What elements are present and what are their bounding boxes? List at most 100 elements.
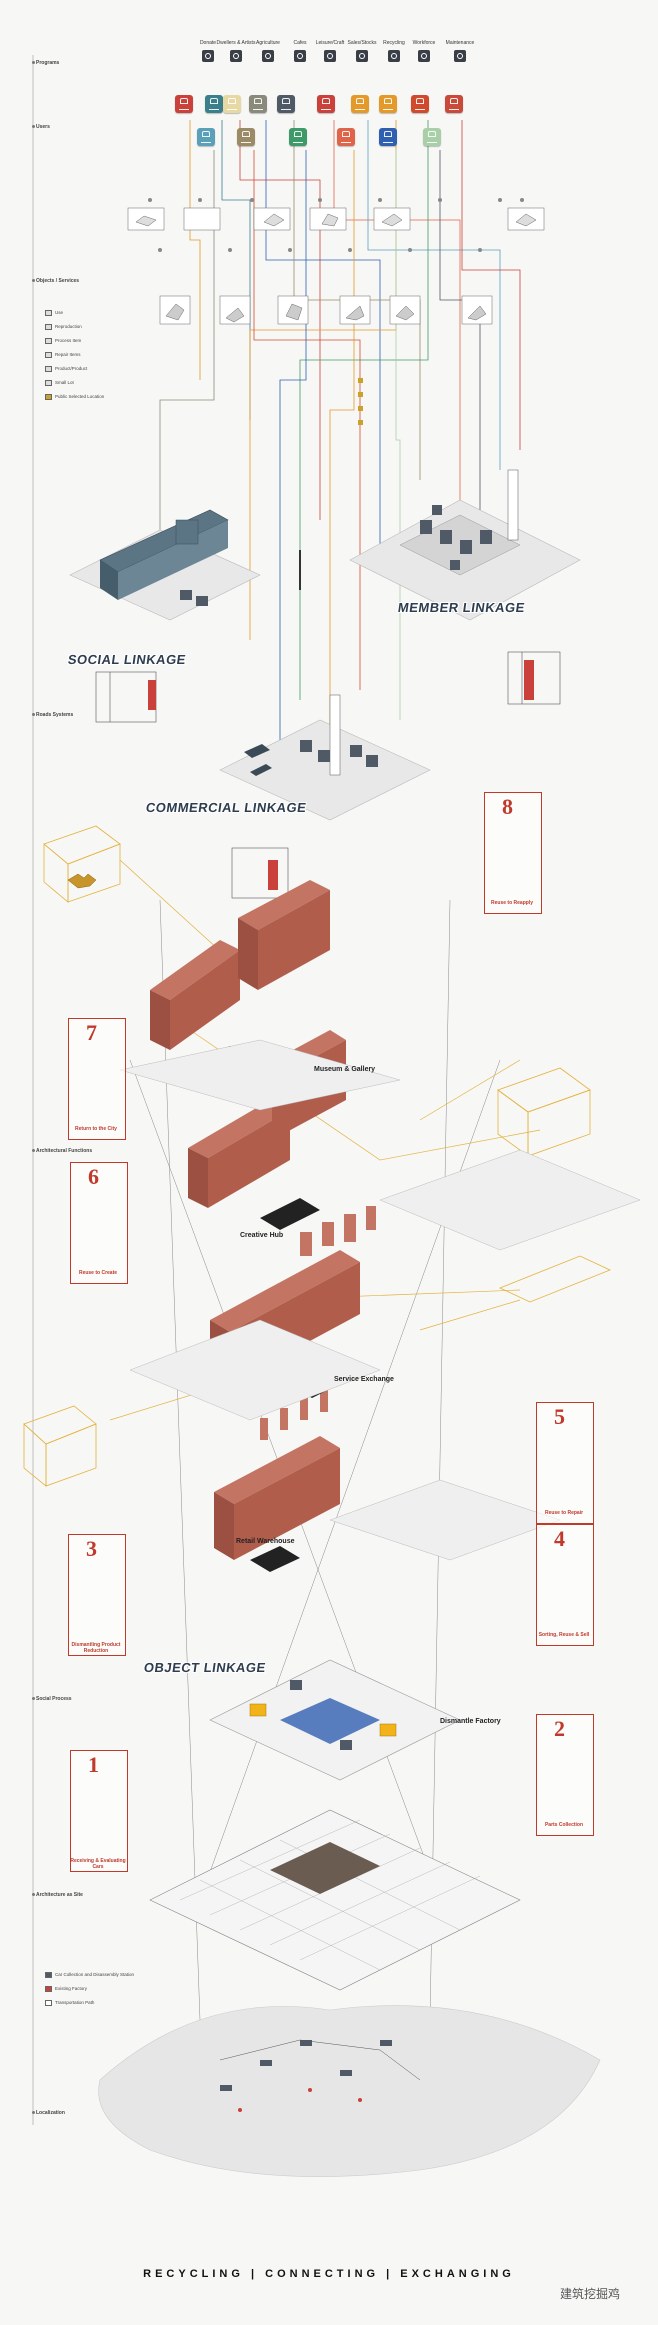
process-step-box xyxy=(536,1524,594,1646)
commercial-linkage-platform xyxy=(219,694,431,821)
user-icon xyxy=(337,128,355,146)
process-step-box xyxy=(536,1714,594,1836)
process-step-caption: Parts Collection xyxy=(544,1822,584,1828)
process-step-box xyxy=(68,1534,126,1656)
process-step-number: 3 xyxy=(86,1536,97,1561)
social-linkage-platform xyxy=(69,509,301,621)
object-legend-row: Small Lot xyxy=(45,380,74,386)
user-icon xyxy=(175,95,193,113)
program-label: Dwellers & Artists xyxy=(216,40,256,46)
process-step-caption: Sorting, Reuse & Sell xyxy=(538,1632,590,1638)
rail-label: Roads Systems xyxy=(36,712,74,718)
legend-swatch xyxy=(45,352,52,358)
user-icon xyxy=(351,95,369,113)
program-icon xyxy=(262,50,274,62)
space-title: Retail Warehouse xyxy=(236,1538,295,1545)
process-step-box xyxy=(536,1402,594,1524)
legend-swatch xyxy=(45,1986,52,1992)
program-label: Recycling xyxy=(383,40,405,46)
rail-label: Users xyxy=(36,124,50,130)
space-title: Museum & Gallery xyxy=(314,1066,376,1073)
program-icon xyxy=(230,50,242,62)
process-step-number: 8 xyxy=(502,794,513,819)
bottom-legend-row: Car Collection and Disassembly Station xyxy=(45,1972,134,1978)
legend-swatch xyxy=(45,338,52,344)
space-title: Service Exchange xyxy=(334,1376,394,1383)
legend-label: Use xyxy=(55,310,64,316)
process-step-number: 6 xyxy=(88,1164,99,1189)
object-legend-row: Product/Product xyxy=(45,366,87,372)
process-step-number: 1 xyxy=(88,1752,99,1777)
program-label: Leisure/Craft xyxy=(315,40,345,46)
legend-swatch xyxy=(45,310,52,316)
process-step-box xyxy=(70,1750,128,1872)
process-step-caption: Dismantling Product Reduction xyxy=(71,1642,121,1654)
footer-title: RECYCLING | CONNECTING | EXCHANGING xyxy=(143,2268,515,2280)
watermark: 建筑挖掘鸡 xyxy=(559,2287,620,2301)
user-icon xyxy=(411,95,429,113)
legend-label: Existing Factory xyxy=(55,1986,88,1992)
bottom-legend-row: Transportation Path xyxy=(45,2000,94,2006)
program-label: Agriculture xyxy=(256,40,280,46)
rail-marker xyxy=(32,1697,35,1700)
linkage-title: COMMERCIAL LINKAGE xyxy=(144,800,308,815)
program-icon xyxy=(324,50,336,62)
program-label: Workforce xyxy=(412,40,436,46)
rail-label: Localization xyxy=(36,2110,65,2116)
object-legend-row: Process Item xyxy=(45,338,81,344)
rail-marker xyxy=(32,279,35,282)
object-legend-row: Repair Items xyxy=(45,352,81,358)
user-icon xyxy=(277,95,295,113)
space-title: Creative Hub xyxy=(240,1232,284,1239)
legend-swatch xyxy=(45,1972,52,1978)
legend-swatch xyxy=(45,380,52,386)
rail-marker xyxy=(32,125,35,128)
site-block xyxy=(149,1809,521,1991)
bottom-legend-row: Existing Factory xyxy=(45,1986,87,1992)
member-linkage-platform xyxy=(349,469,581,621)
legend-label: Process Item xyxy=(55,338,82,344)
linkage-title: OBJECT LINKAGE xyxy=(142,1660,267,1675)
legend-swatch xyxy=(45,366,52,372)
user-icon xyxy=(423,128,441,146)
object-legend-row: Public Selected Location xyxy=(45,394,104,400)
user-icon xyxy=(289,128,307,146)
user-icon xyxy=(223,95,241,113)
object-nodes xyxy=(148,198,524,252)
program-icon xyxy=(294,50,306,62)
program-label: Donate xyxy=(199,40,217,46)
process-step-caption: Reuse to Repair xyxy=(544,1510,584,1516)
rail-label: Architectural Functions xyxy=(36,1148,93,1154)
user-icon xyxy=(249,95,267,113)
linkage-title: MEMBER LINKAGE xyxy=(396,600,526,615)
rail-marker xyxy=(32,61,35,64)
rail-label: Objects / Services xyxy=(36,278,80,284)
rail-label: Programs xyxy=(36,60,60,66)
process-step-caption: Receiving & Evaluating Cars xyxy=(70,1858,126,1870)
user-icon xyxy=(445,95,463,113)
process-step-caption: Reuse to Reapply xyxy=(491,900,533,906)
legend-label: Car Collection and Disassembly Station xyxy=(55,1972,135,1978)
linkage-title: SOCIAL LINKAGE xyxy=(66,652,188,667)
rail-label: Architecture as Site xyxy=(36,1892,83,1898)
process-step-box xyxy=(484,792,542,914)
object-legend-row: Reproduction xyxy=(45,324,82,330)
section-diagrams xyxy=(95,651,561,899)
program-icon xyxy=(356,50,368,62)
process-step-box xyxy=(68,1018,126,1140)
user-icon xyxy=(379,128,397,146)
legend-label: Reproduction xyxy=(55,324,82,330)
program-icon xyxy=(388,50,400,62)
user-icon xyxy=(197,128,215,146)
space-title: Dismantle Factory xyxy=(440,1718,501,1725)
user-icon xyxy=(379,95,397,113)
program-label: Cafes xyxy=(293,40,307,46)
legend-label: Public Selected Location xyxy=(55,394,105,400)
process-step-caption: Return to the City xyxy=(75,1126,117,1132)
urban-planes xyxy=(119,1039,641,1561)
legend-label: Transportation Path xyxy=(55,2000,95,2006)
process-step-number: 5 xyxy=(554,1404,565,1429)
legend-label: Repair Items xyxy=(55,352,81,358)
program-icon xyxy=(454,50,466,62)
